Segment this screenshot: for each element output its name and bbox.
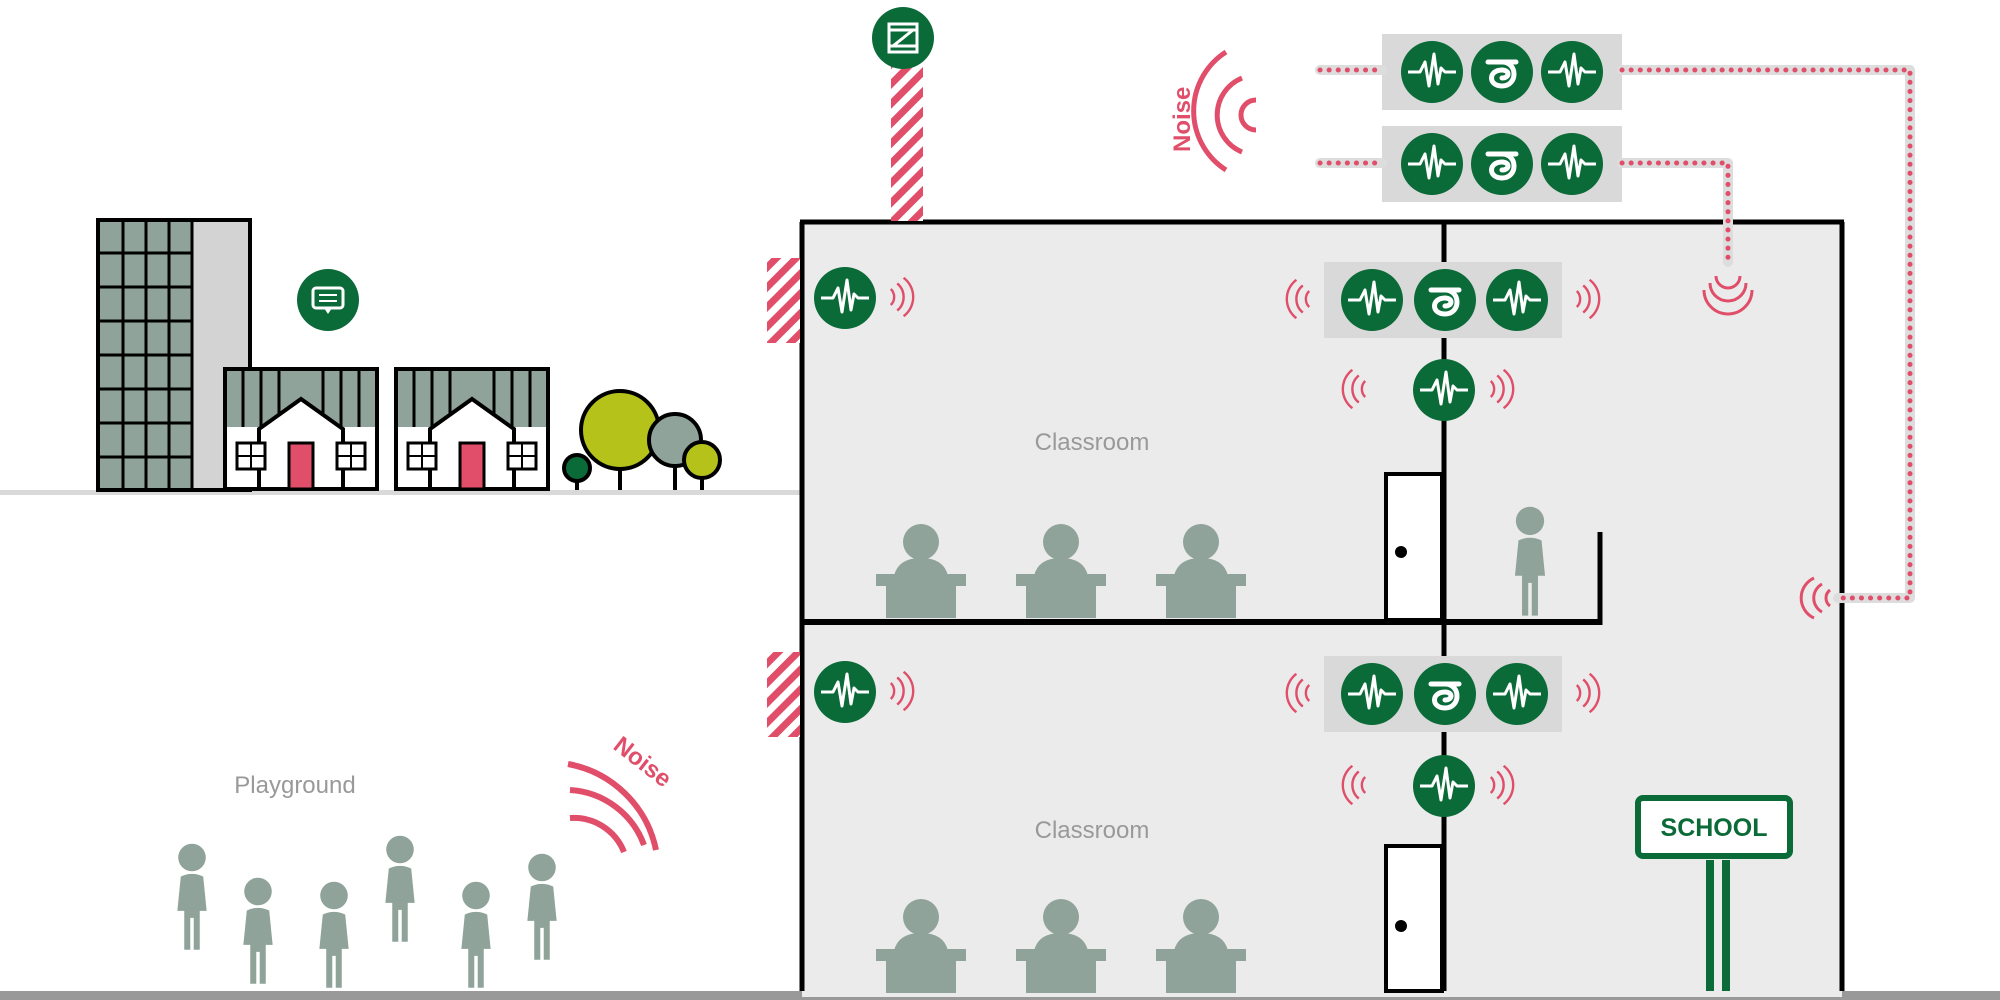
classroom-label-lower: Classroom [1035,817,1150,844]
sensor-unit-icon [872,7,934,69]
waveform-sensor-icon [813,266,877,330]
window-vent-upper [767,258,800,343]
controller-icon [1414,269,1476,331]
house-right [394,367,550,491]
playground-noise-waves [567,761,659,854]
school-building [799,219,1845,997]
school-sign: SCHOOL [1635,795,1793,991]
cable-connections [1315,65,1915,603]
child-figure [461,881,491,988]
house-left [223,367,379,491]
street-ground-line [0,490,800,495]
child-figure [385,835,415,942]
playground-label: Playground [234,772,355,799]
waveform-sensor-icon [1540,40,1604,104]
waveform-sensor-icon [1400,40,1464,104]
waveform-sensor-icon [1340,662,1404,726]
controller-icon [1471,133,1533,195]
child-figure [177,843,207,950]
waveform-sensor-icon [1485,268,1549,332]
window-vent-lower [767,652,800,737]
speaker-waves-down [1702,275,1754,316]
office-tower [96,218,252,492]
waveform-sensor-icon [1400,132,1464,196]
controller-icon [1471,41,1533,103]
trees [562,389,722,490]
waveform-sensor-icon [1412,358,1476,422]
roof-noise-waves [1191,49,1257,173]
speaker-waves-left [1799,576,1832,620]
waveform-sensor-icon [1540,132,1604,196]
waveform-sensor-icon [1340,268,1404,332]
waveform-sensor-icon [1485,662,1549,726]
ventilation-stack [891,65,923,221]
waveform-sensor-icon [1412,754,1476,818]
chat-message-icon [297,269,359,331]
door-upper [1384,472,1444,622]
child-figure [527,853,557,960]
child-figure [243,877,273,984]
noise-label-roof: Noise [1169,87,1196,152]
waveform-sensor-icon [813,660,877,724]
controller-icon [1414,663,1476,725]
child-figure [319,881,349,988]
school-sign-label: SCHOOL [1661,814,1768,842]
classroom-label-upper: Classroom [1035,429,1150,456]
door-lower [1384,844,1444,993]
